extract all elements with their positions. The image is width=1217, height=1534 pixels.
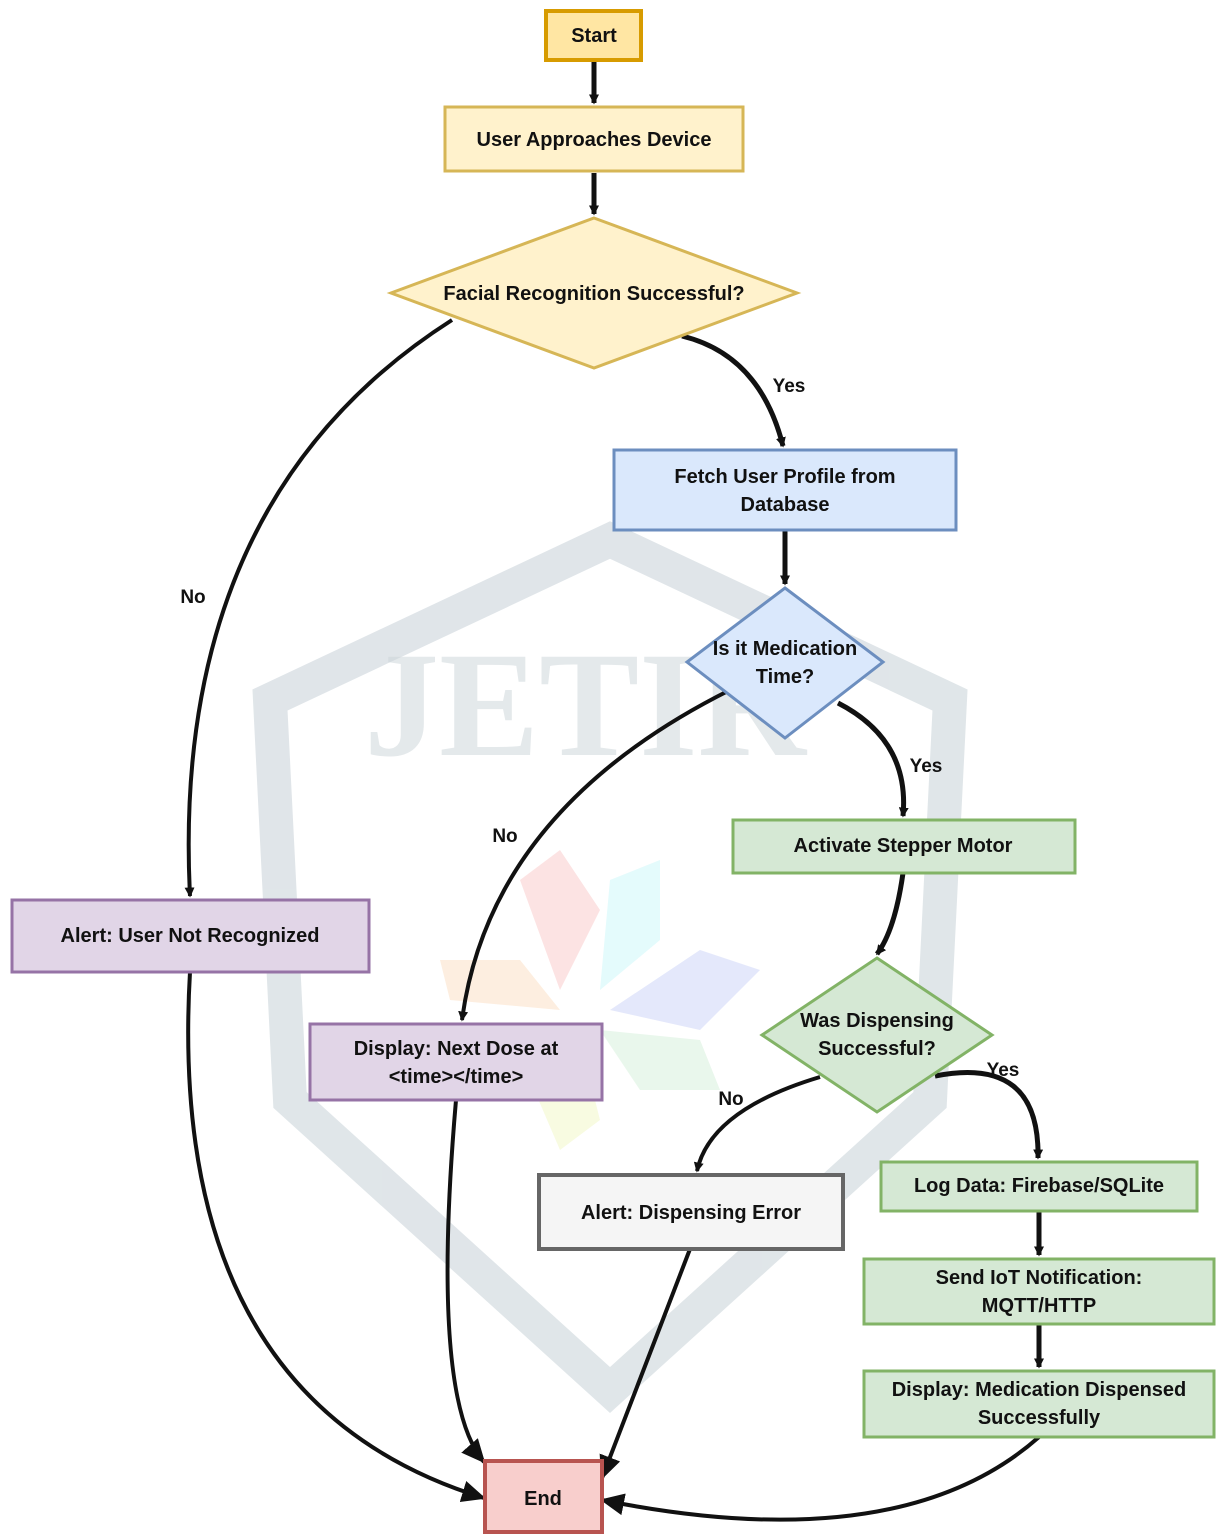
node-send-notification-line2: MQTT/HTTP (982, 1295, 1096, 1317)
decision-medication-time-line2: Time? (756, 666, 815, 688)
watermark-flower-icon (440, 850, 760, 1150)
node-display-dispensed[interactable]: Display: Medication Dispensed Successful… (862, 1369, 1216, 1439)
edge-dispense-no (693, 1075, 821, 1173)
node-alert-not-recognized-label: Alert: User Not Recognized (61, 925, 320, 947)
edge-nextdose-to-end (445, 1099, 486, 1464)
node-user-approaches[interactable]: User Approaches Device (443, 105, 745, 173)
node-alert-dispensing-error-label: Alert: Dispensing Error (581, 1202, 801, 1224)
edge-facial-yes (681, 333, 786, 448)
edge-motor-to-dispense (874, 872, 906, 956)
decision-medication-time-line1: Is it Medication (713, 638, 857, 660)
decision-dispensing-line2: Successful? (818, 1038, 936, 1060)
edge-medication-yes (836, 700, 909, 818)
node-fetch-profile-line1: Fetch User Profile from (674, 466, 895, 488)
decision-dispensing[interactable]: Was Dispensing Successful? (759, 956, 995, 1114)
node-display-next-dose-line2: <time></time> (389, 1066, 524, 1088)
edge-medication-no (458, 688, 731, 1022)
edges (184, 62, 1044, 1522)
label-dispense-no: No (718, 1089, 743, 1110)
edge-labels: Yes No Yes No Yes No (180, 376, 1019, 1110)
node-start[interactable]: Start (544, 9, 643, 62)
node-display-dispensed-line1: Display: Medication Dispensed (892, 1379, 1187, 1401)
edge-facial-no (184, 318, 454, 898)
node-display-next-dose[interactable]: Display: Next Dose at <time></time> (308, 1022, 604, 1102)
decision-dispensing-line1: Was Dispensing (800, 1010, 954, 1032)
node-alert-dispensing-error[interactable]: Alert: Dispensing Error (537, 1173, 845, 1251)
node-alert-not-recognized[interactable]: Alert: User Not Recognized (10, 898, 371, 974)
watermark-shield-icon (252, 521, 968, 1413)
node-end-label: End (524, 1488, 562, 1510)
node-display-next-dose-line1: Display: Next Dose at (354, 1038, 559, 1060)
label-medication-yes: Yes (910, 756, 943, 777)
node-log-data[interactable]: Log Data: Firebase/SQLite (879, 1160, 1199, 1213)
label-dispense-yes: Yes (987, 1060, 1020, 1081)
label-facial-no: No (180, 587, 205, 608)
node-send-notification[interactable]: Send IoT Notification: MQTT/HTTP (862, 1257, 1216, 1326)
node-display-dispensed-line2: Successfully (978, 1407, 1101, 1429)
node-fetch-profile-line2: Database (741, 494, 830, 516)
node-activate-motor[interactable]: Activate Stepper Motor (731, 818, 1077, 875)
label-medication-no: No (492, 826, 517, 847)
node-activate-motor-label: Activate Stepper Motor (794, 835, 1013, 857)
edge-dispensed-to-end (600, 1435, 1041, 1522)
decision-facial-recognition[interactable]: Facial Recognition Successful? (386, 216, 802, 370)
node-end[interactable]: End (483, 1459, 604, 1534)
node-start-label: Start (571, 25, 617, 47)
decision-medication-time[interactable]: Is it Medication Time? (684, 586, 886, 740)
node-user-approaches-label: User Approaches Device (477, 129, 712, 151)
edge-error-to-end (599, 1248, 692, 1480)
decision-facial-recognition-label: Facial Recognition Successful? (443, 283, 744, 305)
edge-dispense-yes (934, 1070, 1044, 1160)
label-facial-yes: Yes (773, 376, 806, 397)
edge-alert-to-end (186, 971, 486, 1503)
node-log-data-label: Log Data: Firebase/SQLite (914, 1175, 1164, 1197)
node-send-notification-line1: Send IoT Notification: (936, 1267, 1143, 1289)
node-fetch-profile[interactable]: Fetch User Profile from Database (612, 448, 958, 532)
